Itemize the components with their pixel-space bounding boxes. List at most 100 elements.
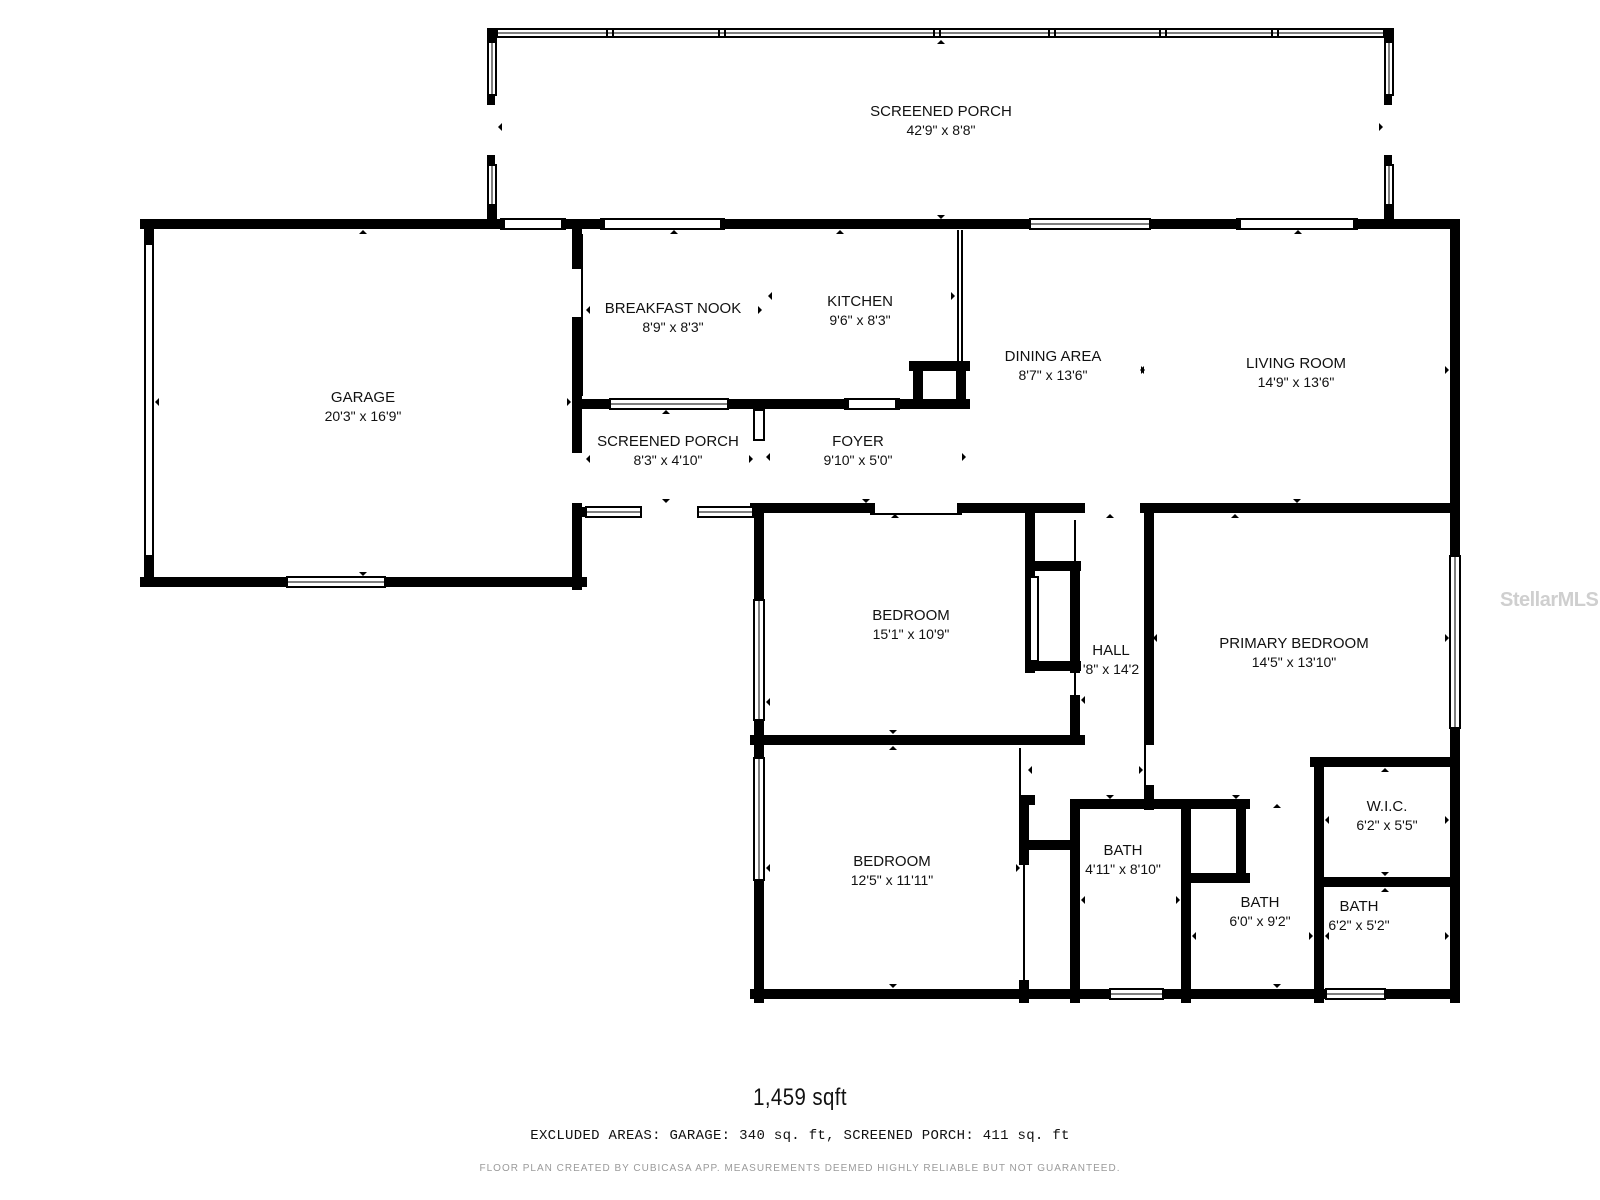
dim-marker [670,230,678,234]
total-area: 1,459 sqft [753,1084,847,1111]
room-dims-hall: '8" x 14'2 [1083,661,1139,677]
dim-marker [1381,768,1389,772]
room-name-bedroom-1: BEDROOM [872,607,950,624]
dim-marker [1106,514,1114,518]
porch-corner-post [1384,205,1394,219]
room-dims-foyer: 9'10" x 5'0" [824,452,893,468]
interior-walls [577,230,1460,1003]
watermark: StellarMLS [1500,589,1599,611]
dimension-markers [155,40,1449,988]
room-name-bath-3: BATH [1340,898,1379,915]
dim-marker [1232,795,1240,799]
dim-marker [1325,932,1329,940]
room-name-foyer: FOYER [832,433,884,450]
dim-marker [1141,366,1145,374]
dim-marker [962,453,966,461]
room-name-bath-2: BATH [1241,894,1280,911]
dim-marker [1273,804,1281,808]
room-dims-dining-area: 8'7" x 13'6" [1019,367,1088,383]
room-dims-bath-1: 4'11" x 8'10" [1085,861,1161,877]
dim-marker [1106,795,1114,799]
room-name-kitchen: KITCHEN [827,293,893,310]
dim-marker [889,984,897,988]
dim-marker [1381,888,1389,892]
dim-marker [1325,816,1329,824]
room-name-primary-bedroom: PRIMARY BEDROOM [1219,635,1368,652]
dim-marker [586,306,590,314]
dim-marker [768,292,772,300]
dim-marker [1445,366,1449,374]
dim-marker [1273,984,1281,988]
room-name-wic: W.I.C. [1367,798,1408,815]
dim-marker [586,455,590,463]
room-name-bath-1: BATH [1104,842,1143,859]
room-dims-bedroom-2: 12'5" x 11'11" [851,872,934,888]
room-labels: SCREENED PORCH 42'9" x 8'8" GARAGE 20'3"… [325,103,1418,933]
room-dims-screened-porch-small: 8'3" x 4'10" [634,452,703,468]
room-dims-bath-2: 6'0" x 9'2" [1229,913,1290,929]
room-name-breakfast-nook: BREAKFAST NOOK [605,300,741,317]
room-dims-breakfast-nook: 8'9" x 8'3" [642,319,703,335]
dim-marker [1381,872,1389,876]
dim-marker [359,230,367,234]
room-dims-kitchen: 9'6" x 8'3" [829,312,890,328]
dim-marker [766,698,770,706]
dim-marker [758,306,762,314]
window [753,409,765,441]
dim-marker [1293,499,1301,503]
porch-post [1384,155,1392,165]
dim-marker [359,572,367,576]
room-name-screened-porch-top: SCREENED PORCH [870,103,1012,120]
room-name-screened-porch-small: SCREENED PORCH [597,433,739,450]
room-dims-wic: 6'2" x 5'5" [1356,817,1417,833]
dim-marker [937,215,945,219]
room-dims-primary-bedroom: 14'5" x 13'10" [1252,654,1337,670]
dim-marker [1309,932,1313,940]
room-dims-garage: 20'3" x 16'9" [325,408,402,424]
porch-post [487,95,495,105]
dim-marker [937,40,945,44]
dim-marker [567,398,571,406]
room-dims-screened-porch-top: 42'9" x 8'8" [907,122,976,138]
dim-marker [1176,896,1180,904]
dim-marker [1028,766,1032,774]
porch-post [487,155,495,165]
dim-marker [662,410,670,414]
dim-marker [155,398,159,406]
room-name-living-room: LIVING ROOM [1246,355,1346,372]
room-dims-bedroom-1: 15'1" x 10'9" [873,626,950,642]
room-name-bedroom-2: BEDROOM [853,853,931,870]
porch-post [1384,95,1392,105]
dim-marker [1081,696,1085,704]
porch-corner-post [487,205,497,219]
dim-marker [749,455,753,463]
openings [144,218,1358,790]
closet-door [1029,576,1039,662]
windows [286,218,1461,1000]
dim-marker [1016,864,1020,872]
dim-marker [1294,230,1302,234]
dim-marker [498,123,502,131]
dim-marker [1139,766,1143,774]
dim-marker [1081,896,1085,904]
dim-marker [862,499,870,503]
excluded-areas: EXCLUDED AREAS: GARAGE: 340 sq. ft, SCRE… [530,1128,1070,1144]
room-dims-bath-3: 6'2" x 5'2" [1328,917,1389,933]
dim-marker [951,292,955,300]
room-name-hall: HALL [1092,642,1130,659]
dim-marker [836,230,844,234]
dim-marker [889,746,897,750]
dim-marker [1231,514,1239,518]
dim-marker [766,453,770,461]
dim-marker [889,730,897,734]
dim-marker [891,514,899,518]
dim-marker [662,499,670,503]
porch-corner-post [487,28,497,42]
dim-marker [1445,932,1449,940]
dim-marker [1192,932,1196,940]
dim-marker [1445,634,1449,642]
porch-corner-post [1384,28,1394,42]
dim-marker [1153,634,1157,642]
porch-screen-panels [487,28,1394,206]
